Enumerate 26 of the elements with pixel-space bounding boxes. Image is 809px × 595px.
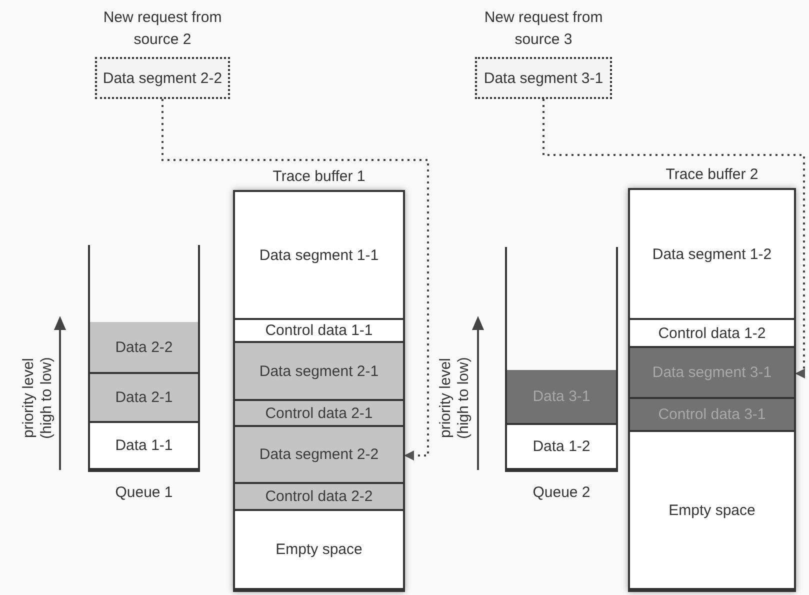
memory-cell: Data segment 1-2 [630, 190, 794, 320]
request-arrow [162, 99, 429, 460]
queue-label: Queue 1 [114, 483, 174, 503]
axis-label: priority level (high to low) [437, 356, 473, 441]
memory-cell: Data 2-1 [90, 374, 198, 423]
request-title: New request from source 2 [102, 8, 223, 50]
segment-label: Data segment 3-1 [482, 68, 604, 88]
memory-cell: Data 1-2 [507, 425, 616, 470]
memory-cell: Data segment 1-1 [235, 192, 403, 320]
buffer-title: Trace buffer 1 [272, 167, 366, 187]
request-title: New request from source 3 [483, 8, 604, 50]
memory-cell: Control data 1-1 [235, 320, 403, 343]
memory-cell: Data segment 2-1 [235, 343, 403, 401]
buffer-title: Trace buffer 2 [664, 165, 760, 185]
memory-cell: Empty space [235, 511, 403, 590]
segment-label: Data segment 2-2 [102, 68, 224, 88]
request-arrow [542, 99, 805, 378]
axis-label: priority level (high to low) [20, 356, 56, 441]
memory-cell: Control data 1-2 [630, 320, 794, 348]
memory-cell: Data 2-2 [90, 322, 198, 374]
memory-cell: Control data 2-1 [235, 401, 403, 427]
queue-label: Queue 2 [532, 483, 592, 503]
memory-cell: Data 1-1 [90, 423, 198, 470]
memory-cell: Control data 2-2 [235, 484, 403, 511]
memory-cell: Empty space [630, 432, 794, 590]
memory-cell: Data segment 2-2 [235, 427, 403, 484]
